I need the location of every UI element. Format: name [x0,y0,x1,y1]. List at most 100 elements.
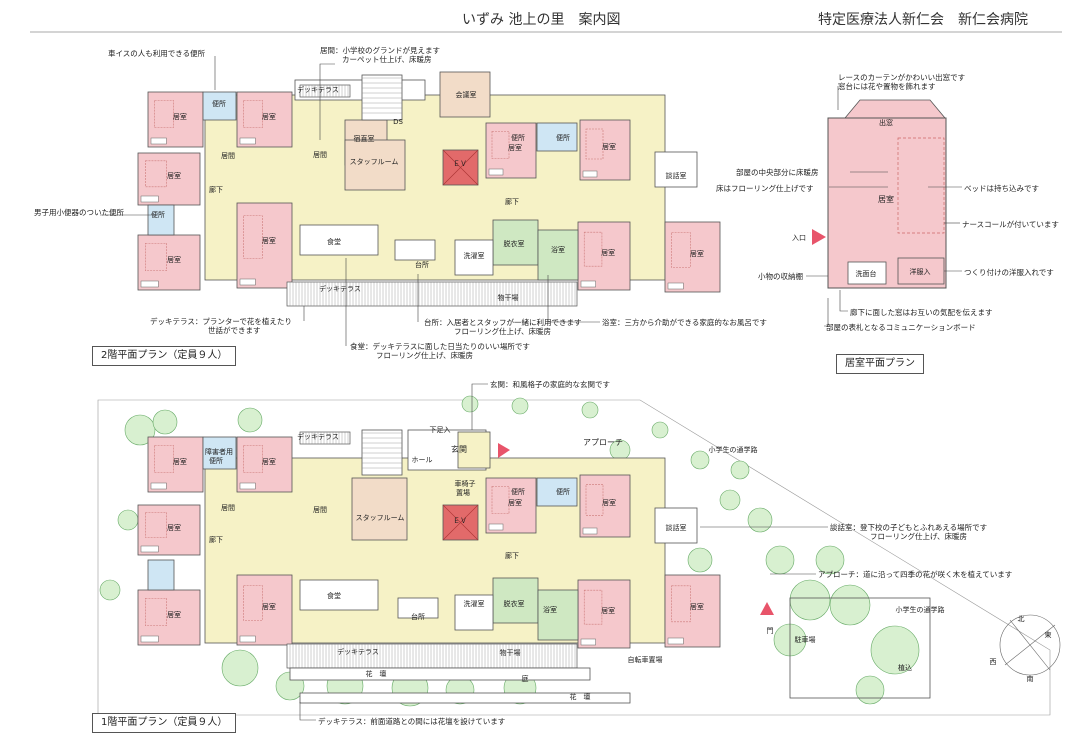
floor2-bedroom-8 [577,221,631,291]
floor1-deck-label: デッキテラス [337,648,379,656]
bay-window-note-b: 窓台には花や置物を飾れます [838,82,936,91]
room-plan-bedroom-label: 居室 [878,195,894,204]
tree [719,489,741,511]
floor2-dressing-label: 脱衣室 [503,240,525,248]
bath-note: 浴室：三方から介助ができる家庭的なお風呂です [602,318,767,327]
sink [239,635,256,643]
compass-north: 北 [1017,615,1025,623]
floor1-plan [97,395,1061,716]
floor1-hall-label: ホール [411,456,433,464]
floor1-bicycle-label: 自転車置場 [627,656,663,664]
floor1-stairs [361,429,403,476]
floor1-bath-label: 浴室 [543,606,557,614]
floor2-bedroom-5-label: 居室 [261,237,276,246]
compass-east: 東 [1044,631,1052,639]
floor1-garden-label: 庭 [521,675,529,683]
floor2-plan-title: 2階平面プラン（定員９人） [92,346,237,366]
talk-room-note-a: 談話室：登下校の子どもとふれあえる場所です [830,523,988,532]
floor1-bedroom-9 [664,574,721,648]
bed-outline [585,128,604,160]
tree [815,545,845,575]
floor2-deck-terrace [286,281,578,307]
floor1-bathroom [537,589,579,641]
tree [730,460,750,480]
leader-line [319,63,335,140]
floor1-living-label: 居間 [221,504,235,512]
compass-south: 南 [1026,675,1034,683]
floor1-deck-terrace [286,643,578,669]
floor1-bedroom-5 [236,574,293,646]
living2-note-a: 居間：小学校のグランドが見えます [320,46,440,55]
sink [582,170,598,178]
floor2-bedroom-8-label: 居室 [601,248,616,257]
floor2-dining-label: 食堂 [327,238,341,246]
floor2-bedroom-9 [664,221,721,293]
sink [150,482,167,490]
page-title: いずみ 池上の里 案内図 [462,12,621,28]
floor1-genkan-label: 玄関 [451,445,467,454]
tree [765,545,795,575]
floor1-corridor-left: 廊下 [209,536,223,544]
floor1-flowerbed-1 [289,667,591,681]
floor1-laundry [454,594,494,631]
sink [140,635,159,643]
floor1-planting-label: 植込 [898,664,912,672]
leader-line [839,290,848,312]
floor2-toilet-a [202,91,237,121]
tree [747,507,773,533]
bed-outline [671,585,691,623]
floor1-genkan [457,431,491,469]
floor1-toilet-b [147,559,175,591]
bed-outline [243,585,263,621]
floor1-dressing-room [492,577,539,624]
room-entrance-arrow [812,229,826,245]
tree [461,395,479,413]
floor1-schoolroad-2: 小学生の通学路 [895,606,945,614]
room-plan-basin-label: 洗面台 [855,270,877,278]
floor1-staff-room [351,477,408,541]
talk-room-note-b: フローリング仕上げ、床暖房 [870,532,967,541]
floor2-toilet-d-label: 便所 [556,134,570,142]
floor1-laundry-label: 洗濯室 [463,600,485,608]
floor2-bedroom-1-label: 居室 [172,112,187,121]
deck2-note-b: 世話ができます [208,326,261,335]
sink [140,280,159,288]
floor1-shoe-label: 下足入 [429,426,451,434]
approach-note: アプローチ：道に沿って四季の花が咲く木を植えています [818,570,1013,579]
ev-cross [442,149,479,186]
floor1-bedroom-1-label: 居室 [172,457,187,466]
flooring-note: 床はフローリング仕上げです [716,184,814,193]
bay-window-note-a: レースのカーテンがかわいい出窓です [838,73,966,82]
floor1-bedroom-5-label: 居室 [261,602,276,611]
floor1-talk-label: 談話室 [665,524,687,532]
kitchen-note-b: フローリング仕上げ、床暖房 [454,327,551,336]
floor2-toilet-a-label: 便所 [212,100,226,108]
bed-outline [491,485,510,515]
floor2-bedroom-9-label: 居室 [689,249,704,258]
room-plan [812,99,947,289]
compass-west: 西 [989,658,997,666]
floor2-corridor-right: 廊下 [505,198,519,206]
bed-outline [243,444,263,474]
floor1-staff-label: スタッフルーム [355,514,405,522]
floor1-deck-terrace-frame [286,643,578,669]
floor1-bedroom-4-label: 居室 [166,610,181,619]
floor1-deck-top-label: デッキテラス [297,433,339,441]
floor1-kitchen-counter [397,597,439,619]
tree [687,547,713,573]
room-plan-washbasin [847,261,887,285]
deck1-note: デッキテラス：前面道路との間には花壇を設けています [318,717,506,726]
room-plan-closet-label: 洋服入 [909,268,931,276]
floor1-toilet-c-label: 便所 [511,488,525,496]
floor2-bedroom-4-label: 居室 [166,255,181,264]
annotation-leaders [100,56,962,721]
bed-outline [243,215,263,259]
bed-outline [154,99,174,129]
floor2-deck-top-frame [299,84,351,98]
sink [239,482,256,490]
dining-note-b: フローリング仕上げ、床暖房 [376,351,473,360]
floor1-accessible-label-a: 障害者用 [205,448,233,456]
living2-note-b: カーペット仕上げ、床暖房 [342,55,432,64]
